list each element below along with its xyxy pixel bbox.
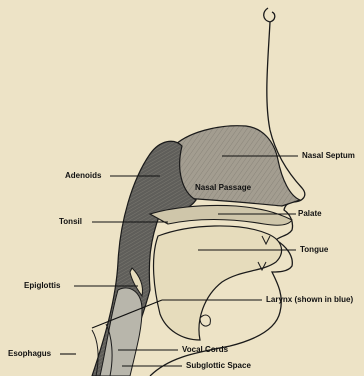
tongue-shape <box>154 226 282 340</box>
label-nasal-passage: Nasal Passage <box>195 183 251 193</box>
label-epiglottis: Epiglottis <box>24 281 60 291</box>
label-adenoids: Adenoids <box>65 171 101 181</box>
hyoid-shape <box>200 315 210 326</box>
label-subglottic-space: Subglottic Space <box>186 361 251 371</box>
label-palate: Palate <box>298 209 322 219</box>
label-tonsil: Tonsil <box>59 217 82 227</box>
label-esophagus: Esophagus <box>8 349 51 359</box>
label-vocal-cords: Vocal Cords <box>182 345 228 355</box>
label-nasal-septum: Nasal Septum <box>302 151 355 161</box>
label-larynx: Larynx (shown in blue) <box>266 295 353 305</box>
label-tongue: Tongue <box>300 245 328 255</box>
